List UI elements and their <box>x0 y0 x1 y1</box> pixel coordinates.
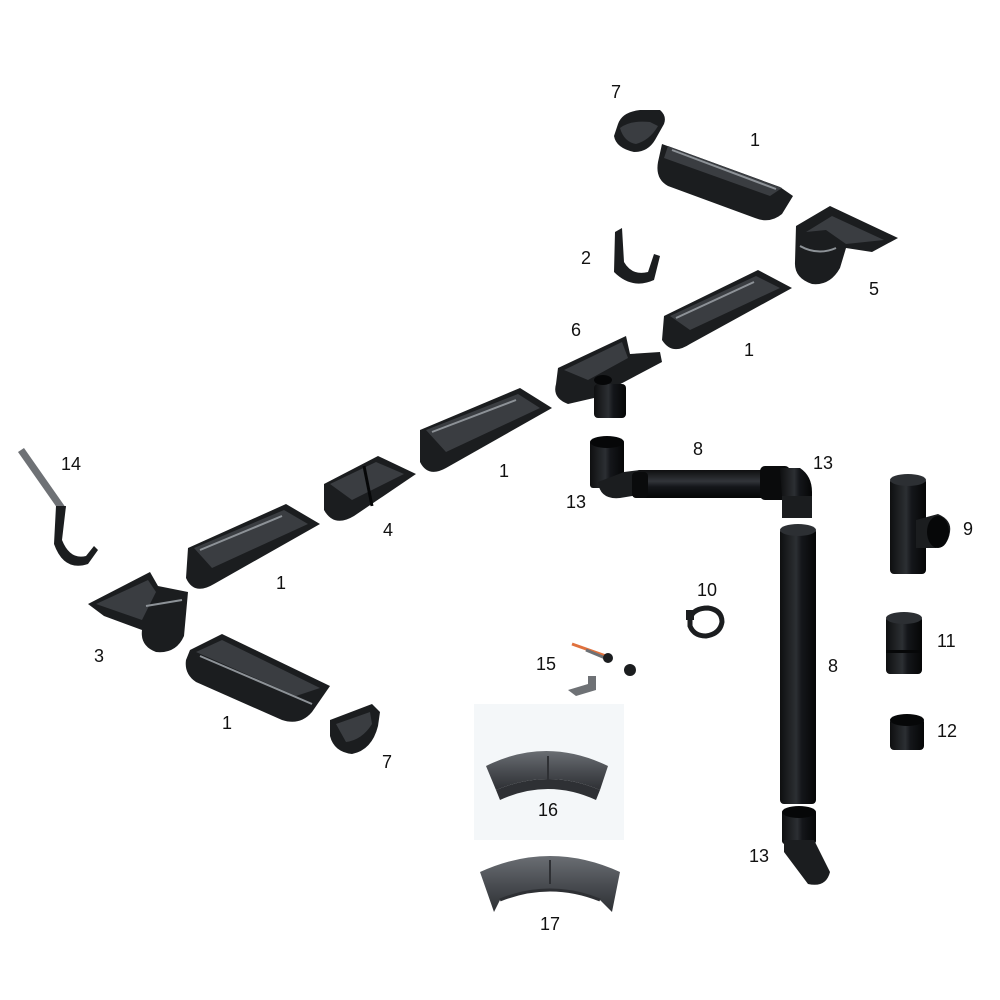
label-7-bottom: 7 <box>382 752 392 772</box>
pipe-socket <box>890 714 924 750</box>
clip-fixing-set <box>568 642 636 696</box>
label-1-left-mid: 1 <box>276 573 286 593</box>
label-13-upper-left: 13 <box>566 492 586 512</box>
label-3: 3 <box>94 646 104 666</box>
pipe-branch <box>890 474 951 574</box>
label-8-vertical: 8 <box>828 656 838 676</box>
label-14: 14 <box>61 454 81 474</box>
label-1-top-right: 1 <box>750 130 760 150</box>
elbow-bottom <box>782 806 830 885</box>
label-13-upper-right: 13 <box>813 453 833 473</box>
label-1-right-mid: 1 <box>744 340 754 360</box>
label-12: 12 <box>937 721 957 741</box>
label-9: 9 <box>963 519 973 539</box>
label-13-bottom: 13 <box>749 846 769 866</box>
label-5: 5 <box>869 279 879 299</box>
corner-135-inner <box>474 704 624 840</box>
label-15: 15 <box>536 654 556 674</box>
gutter-hanger <box>614 228 660 284</box>
gutter-right-middle <box>662 270 792 350</box>
part-labels: 7 1 2 5 6 1 8 13 14 1 13 9 4 1 10 11 3 1… <box>61 82 973 934</box>
label-1-bottom: 1 <box>222 713 232 733</box>
downpipe-vertical <box>780 524 816 804</box>
inner-corner <box>794 206 898 285</box>
label-16: 16 <box>538 800 558 820</box>
label-11: 11 <box>937 631 956 651</box>
end-cap-bottom <box>330 704 380 754</box>
gutter-bottom <box>185 634 330 722</box>
label-10: 10 <box>697 580 717 600</box>
corner-135-outer <box>480 856 620 912</box>
label-4: 4 <box>383 520 393 540</box>
downpipe-clip <box>686 605 725 639</box>
pipe-connector <box>886 612 922 674</box>
downpipe-horizontal <box>632 470 776 498</box>
label-2: 2 <box>581 248 591 268</box>
label-17: 17 <box>540 914 560 934</box>
elbow-upper-right <box>760 466 812 518</box>
gutter-top-right <box>657 144 793 221</box>
label-1-center: 1 <box>499 461 509 481</box>
gutter-connector <box>324 456 416 521</box>
gutter-outlet <box>555 336 662 418</box>
gutter-left-middle <box>186 504 320 589</box>
end-cap-top <box>614 110 665 152</box>
long-hanger <box>18 448 98 566</box>
label-7-top: 7 <box>611 82 621 102</box>
outer-corner <box>88 572 188 653</box>
label-6: 6 <box>571 320 581 340</box>
gutter-center <box>420 388 552 472</box>
label-8-horizontal: 8 <box>693 439 703 459</box>
